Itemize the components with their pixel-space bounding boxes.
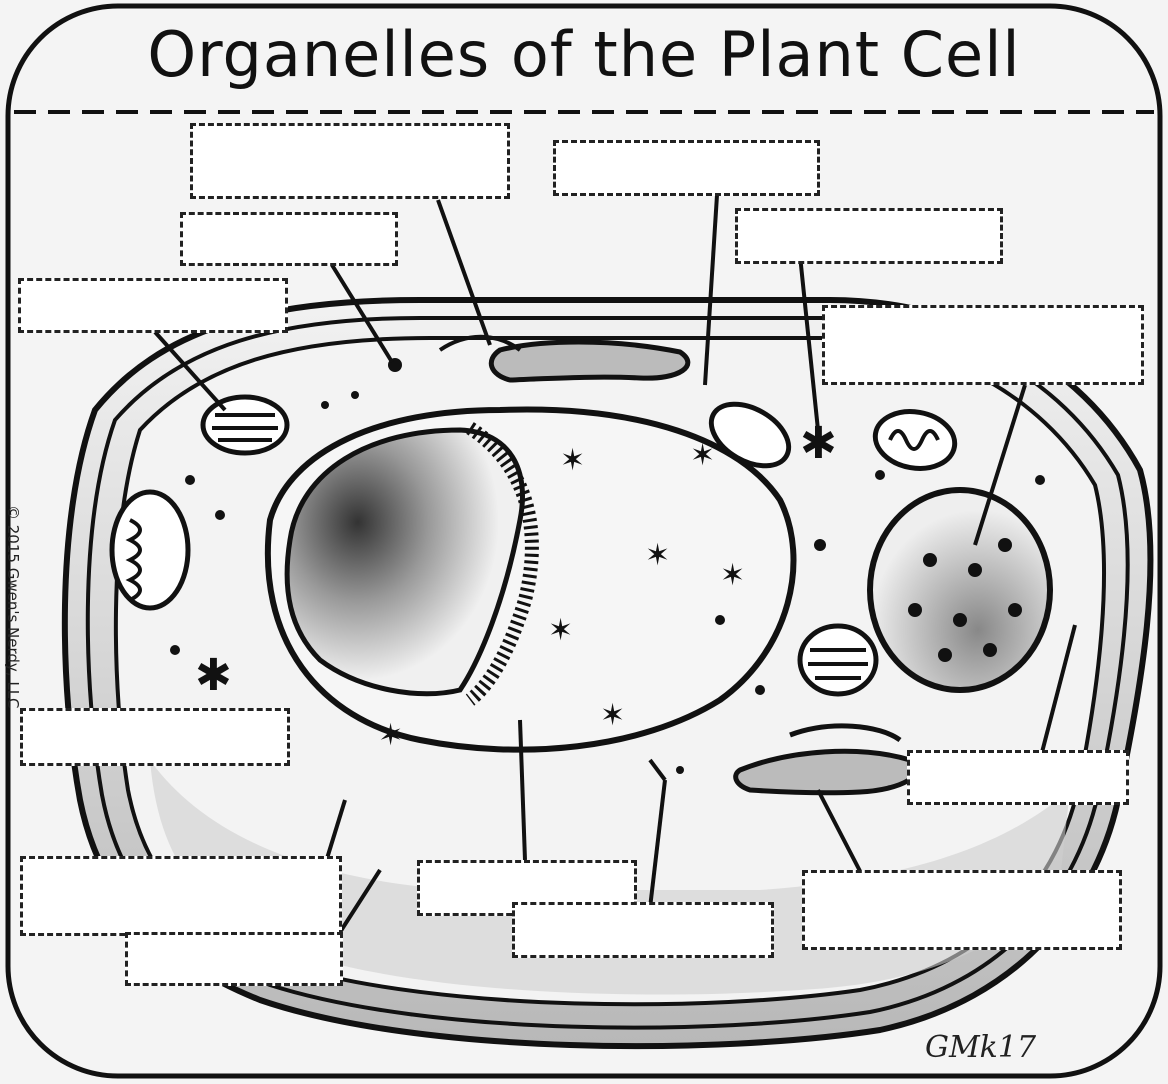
svg-text:✶: ✶ bbox=[600, 698, 625, 733]
chloroplast bbox=[800, 626, 876, 694]
label-box-5[interactable] bbox=[18, 278, 288, 333]
label-box-13[interactable] bbox=[125, 932, 343, 986]
label-box-2[interactable] bbox=[553, 140, 820, 196]
mitochondrion bbox=[112, 492, 188, 608]
svg-text:✶: ✶ bbox=[690, 438, 715, 473]
artist-signature: GMk17 bbox=[925, 1030, 1036, 1065]
peroxisome: ✱ bbox=[195, 650, 232, 701]
nucleus-right bbox=[870, 490, 1050, 690]
label-box-9[interactable] bbox=[20, 856, 342, 936]
svg-text:✶: ✶ bbox=[378, 718, 403, 753]
svg-text:✶: ✶ bbox=[548, 613, 573, 648]
svg-text:✶: ✶ bbox=[645, 538, 670, 573]
label-box-8[interactable] bbox=[907, 750, 1129, 805]
label-box-11[interactable] bbox=[802, 870, 1122, 950]
label-box-7[interactable] bbox=[20, 708, 290, 766]
label-box-6[interactable] bbox=[822, 305, 1144, 385]
label-box-4[interactable] bbox=[735, 208, 1003, 264]
golgi bbox=[491, 342, 688, 380]
svg-text:✶: ✶ bbox=[720, 558, 745, 593]
label-box-1[interactable] bbox=[190, 123, 510, 199]
copyright-notice: © 2015 Gwen's Nerdy, LLC bbox=[4, 505, 22, 709]
svg-text:✶: ✶ bbox=[560, 443, 585, 478]
label-box-3[interactable] bbox=[180, 212, 398, 266]
chloroplast bbox=[203, 397, 287, 453]
label-box-12[interactable] bbox=[512, 902, 774, 958]
page-title: Organelles of the Plant Cell bbox=[0, 18, 1168, 91]
